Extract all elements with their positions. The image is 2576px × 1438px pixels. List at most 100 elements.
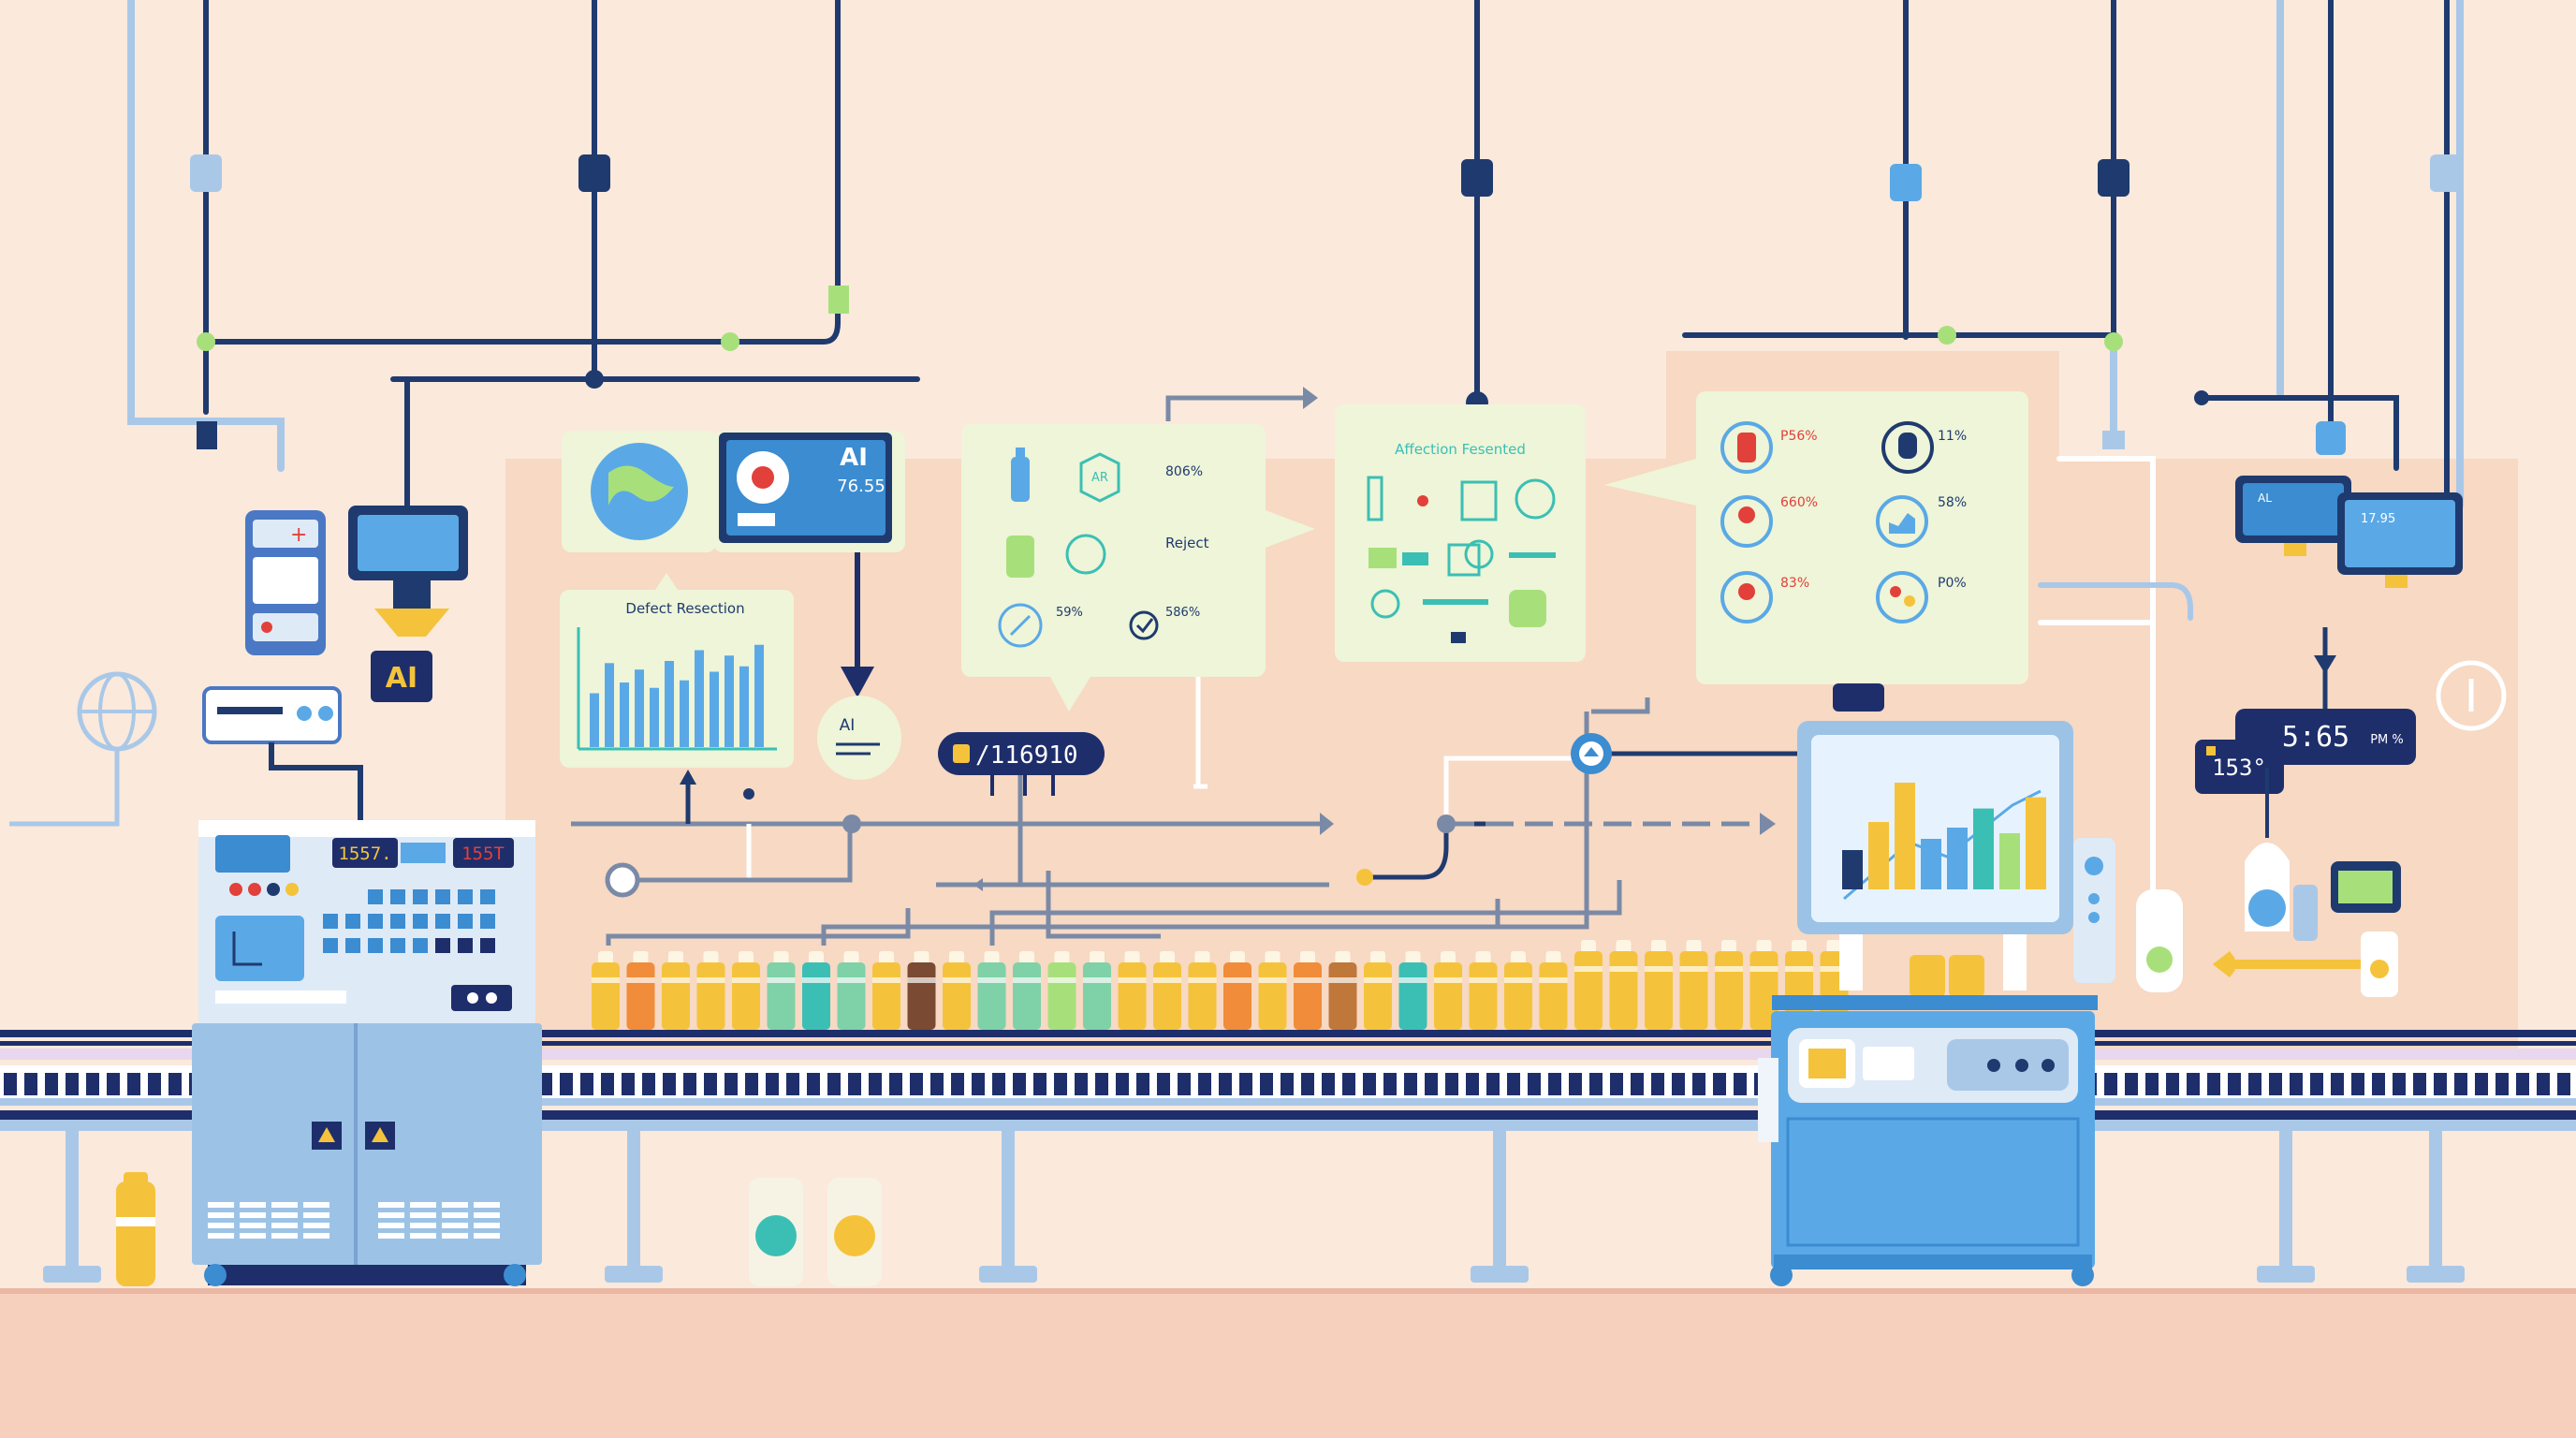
belt-slat <box>1281 1073 1294 1095</box>
belt-slat <box>663 1073 676 1095</box>
vent-slot <box>442 1202 468 1208</box>
belt-slat <box>2557 1073 2570 1095</box>
sensor-panel-left: + <box>245 510 326 655</box>
bottle <box>1398 951 1427 1030</box>
keypad-key <box>458 914 473 929</box>
bottle-cap <box>739 951 754 964</box>
ai-badge: AI <box>817 696 901 780</box>
bottle-body <box>732 962 760 1030</box>
ai-screen-value: 76.55 <box>837 477 886 496</box>
bottle-body <box>626 962 655 1030</box>
bottle-body <box>1398 962 1427 1030</box>
vent-slot <box>271 1233 298 1239</box>
bottle-cap <box>1616 940 1632 953</box>
belt-slat <box>1383 1073 1397 1095</box>
inspection-code-0: AR <box>1091 471 1108 485</box>
leg-post <box>66 1131 79 1271</box>
vent-slot <box>208 1212 234 1218</box>
bottle <box>802 951 830 1030</box>
bottle-body <box>592 962 620 1030</box>
belt-slat <box>127 1073 140 1095</box>
keypad-key <box>368 914 383 929</box>
belt-slat <box>1075 1073 1088 1095</box>
inspection-value-0: 806% <box>1165 464 1203 479</box>
small-screen-1: AL <box>2235 476 2351 556</box>
inspection-bar <box>1999 833 2020 889</box>
bottle-body <box>872 962 900 1030</box>
belt-slat <box>1301 1073 1314 1095</box>
inspection-bar <box>1947 828 1968 889</box>
keypad-key <box>368 889 383 904</box>
machine-display-right: 155T <box>461 844 505 864</box>
bottle-label <box>1223 977 1251 983</box>
bottle-cap <box>1721 940 1736 953</box>
bottle-cap <box>1335 951 1351 964</box>
clock-text: 5:65 <box>2282 721 2349 754</box>
belt-slat <box>1548 1073 1561 1095</box>
bottle-body <box>1258 962 1287 1030</box>
alert-icon <box>1720 571 1773 624</box>
chart-icon <box>1876 495 1928 548</box>
floor-bottles <box>116 1172 882 1286</box>
stat-left-1: 660% <box>1780 495 1818 510</box>
bottle-label <box>1153 977 1181 983</box>
vent-slot <box>271 1212 298 1218</box>
affection-panel: Affection Fesented <box>1335 404 1586 662</box>
bottle-label <box>732 977 760 983</box>
leg-post <box>1002 1131 1015 1271</box>
belt-slat <box>560 1073 573 1095</box>
bottle <box>1609 940 1638 1030</box>
bottle-label <box>1679 966 1708 972</box>
ai-tag-text: AI <box>386 662 417 695</box>
belt-slat <box>168 1073 182 1095</box>
bottle <box>1153 951 1181 1030</box>
bottle-row <box>592 940 1849 1030</box>
bottle-cap <box>1826 940 1842 953</box>
defect-bar <box>739 666 749 747</box>
bottle-body <box>1504 962 1532 1030</box>
bottle-cap <box>1475 951 1491 964</box>
inspection-bar <box>1868 822 1889 889</box>
bottle-body <box>1574 951 1603 1030</box>
keypad-key <box>323 938 338 953</box>
small-screen-1-text: AL <box>2258 492 2272 505</box>
bottle-label <box>802 977 830 983</box>
ai-screen-panel: AI 76.55 <box>713 431 905 552</box>
ai-screen-tag: AI <box>840 444 868 472</box>
svg-text:+: + <box>290 523 307 547</box>
bottle-label <box>592 977 620 983</box>
bottle-body <box>1539 962 1568 1030</box>
defect-panel-title: Defect Resection <box>625 600 744 617</box>
bottle-body <box>1645 951 1673 1030</box>
machine-vents <box>208 1202 500 1239</box>
leg-foot <box>979 1266 1037 1283</box>
machine-keypad <box>323 889 495 953</box>
belt-slat <box>2290 1073 2303 1095</box>
belt-slat <box>1136 1073 1149 1095</box>
bottle <box>1645 940 1673 1030</box>
vent-slot <box>474 1223 500 1228</box>
affection-panel-title: Affection Fesented <box>1395 441 1526 458</box>
bottle <box>732 951 760 1030</box>
bottle-cap <box>1090 951 1105 964</box>
bottle <box>943 951 971 1030</box>
bottle-body <box>1434 962 1462 1030</box>
bottle-body <box>1047 962 1076 1030</box>
bottle-label <box>1364 977 1392 983</box>
belt-slat <box>2228 1073 2241 1095</box>
bottle-label <box>1013 977 1041 983</box>
belt-slat <box>1528 1073 1541 1095</box>
bottle-body <box>943 962 971 1030</box>
inspection-panel: AR 806% Reject 59% 586% <box>961 424 1315 789</box>
belt-slat <box>1486 1073 1500 1095</box>
belt-slat <box>951 1073 964 1095</box>
vent-slot <box>474 1212 500 1218</box>
leg-post <box>2429 1131 2442 1271</box>
bottle-label <box>1574 966 1603 972</box>
bottle-label <box>872 977 900 983</box>
belt-slat <box>766 1073 779 1095</box>
inspection-bar <box>1895 783 1915 889</box>
bottle-cap <box>1405 951 1421 964</box>
bottle <box>872 951 900 1030</box>
bottle <box>662 951 690 1030</box>
